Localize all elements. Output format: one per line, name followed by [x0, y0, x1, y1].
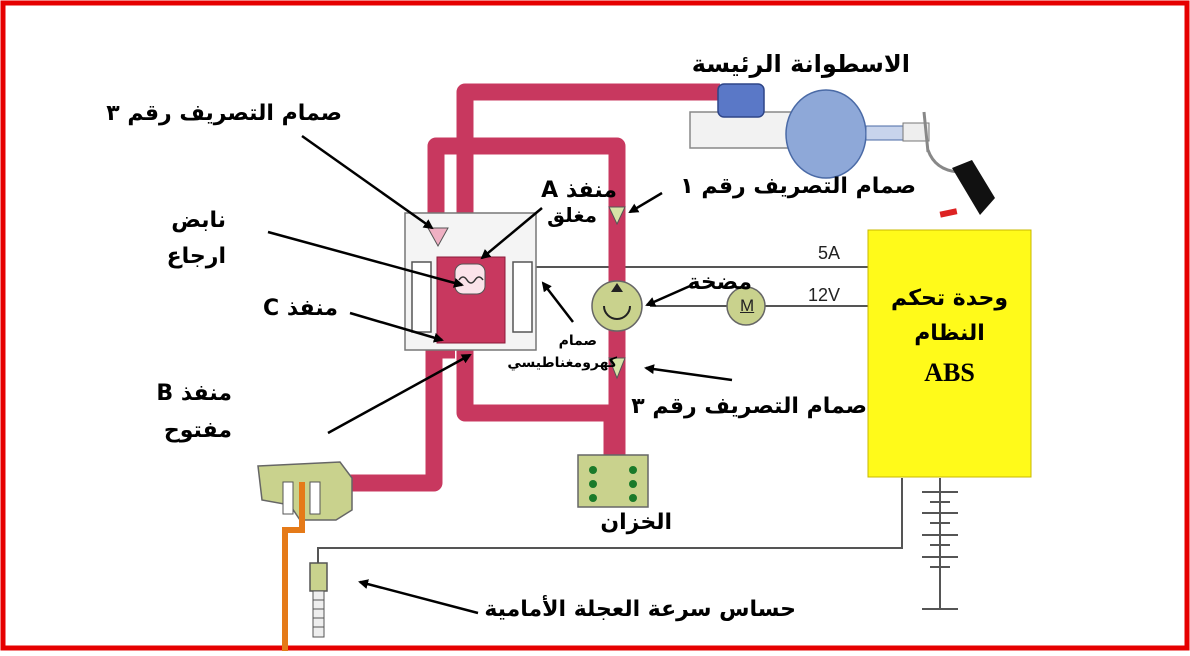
wire-label-5a: 5A — [818, 243, 841, 263]
label-port-a-line2: مغلق — [547, 203, 597, 227]
arrow-port-c — [349, 311, 444, 343]
wheel-shaft — [282, 482, 305, 651]
label-master-cylinder: الاسطوانة الرئيسة — [691, 50, 910, 78]
abs-control-unit — [867, 229, 1032, 478]
label-return-spring-line2: ارجاع — [166, 244, 226, 269]
brake-pedal-icon — [902, 111, 995, 218]
master-cylinder-icon — [689, 83, 801, 149]
arrow-return-spring — [267, 230, 464, 288]
pump-icon — [591, 280, 643, 332]
arrow-drain-valve-3-top — [301, 134, 434, 230]
arrow-drain-valve-1 — [628, 191, 663, 214]
brake-booster-icon — [785, 89, 907, 179]
label-drain-valve-1: صمام التصريف رقم ١ — [680, 174, 916, 199]
label-port-b-line2: مفتوح — [163, 418, 232, 443]
label-solenoid-valve-line1: صمام — [558, 333, 597, 349]
leader-arrows — [267, 134, 733, 615]
battery-icon — [922, 491, 958, 610]
wheel-speed-sensor-icon — [309, 562, 328, 638]
label-port-a-line1: منفذ A — [541, 178, 617, 203]
label-port-b-line1: منفذ B — [156, 381, 232, 406]
label-port-c: منفذ C — [263, 296, 338, 321]
motor-icon — [726, 286, 766, 326]
pipe-to-caliper — [345, 341, 455, 492]
brake-caliper-icon — [257, 461, 353, 651]
motor-label: M — [740, 296, 755, 315]
drain-valve-3-bottom-icon — [608, 357, 626, 380]
coil-left — [411, 261, 432, 333]
abs-unit-label-line3: ABS — [924, 358, 975, 387]
arrow-port-b — [327, 353, 472, 435]
abs-unit-label-line1: وحدة تحكم — [890, 286, 1009, 311]
return-spring-coil — [458, 276, 484, 284]
drain-valve-3-top-icon — [427, 227, 449, 248]
arrow-solenoid-valve — [541, 281, 574, 323]
label-solenoid-valve-line2: كهرومغناطيسي — [507, 355, 617, 371]
reservoir-icon — [577, 454, 649, 508]
drain-valve-1-icon — [608, 206, 626, 226]
arrow-wheel-sensor — [358, 579, 479, 615]
label-drain-valve-3-top: صمام التصريف رقم ٣ — [106, 101, 342, 126]
fluid-reservoir-cap — [717, 83, 765, 118]
label-front-wheel-sensor: حساس سرعة العجلة الأمامية — [484, 597, 796, 622]
abs-unit-label-line2: النظام — [914, 321, 985, 346]
wire-label-12v: 12V — [808, 285, 841, 305]
label-drain-valve-3-bottom: صمام التصريف رقم ٣ — [631, 394, 867, 419]
label-reservoir: الخزان — [600, 510, 672, 535]
coil-right — [512, 261, 533, 333]
label-pump: مضخة — [687, 270, 753, 295]
modulator-housing — [404, 212, 537, 351]
arrow-pump — [645, 284, 691, 307]
arrow-drain-valve-3-bottom — [644, 364, 733, 382]
label-return-spring-line1: نابض — [171, 208, 226, 233]
arrow-port-a — [480, 207, 543, 260]
